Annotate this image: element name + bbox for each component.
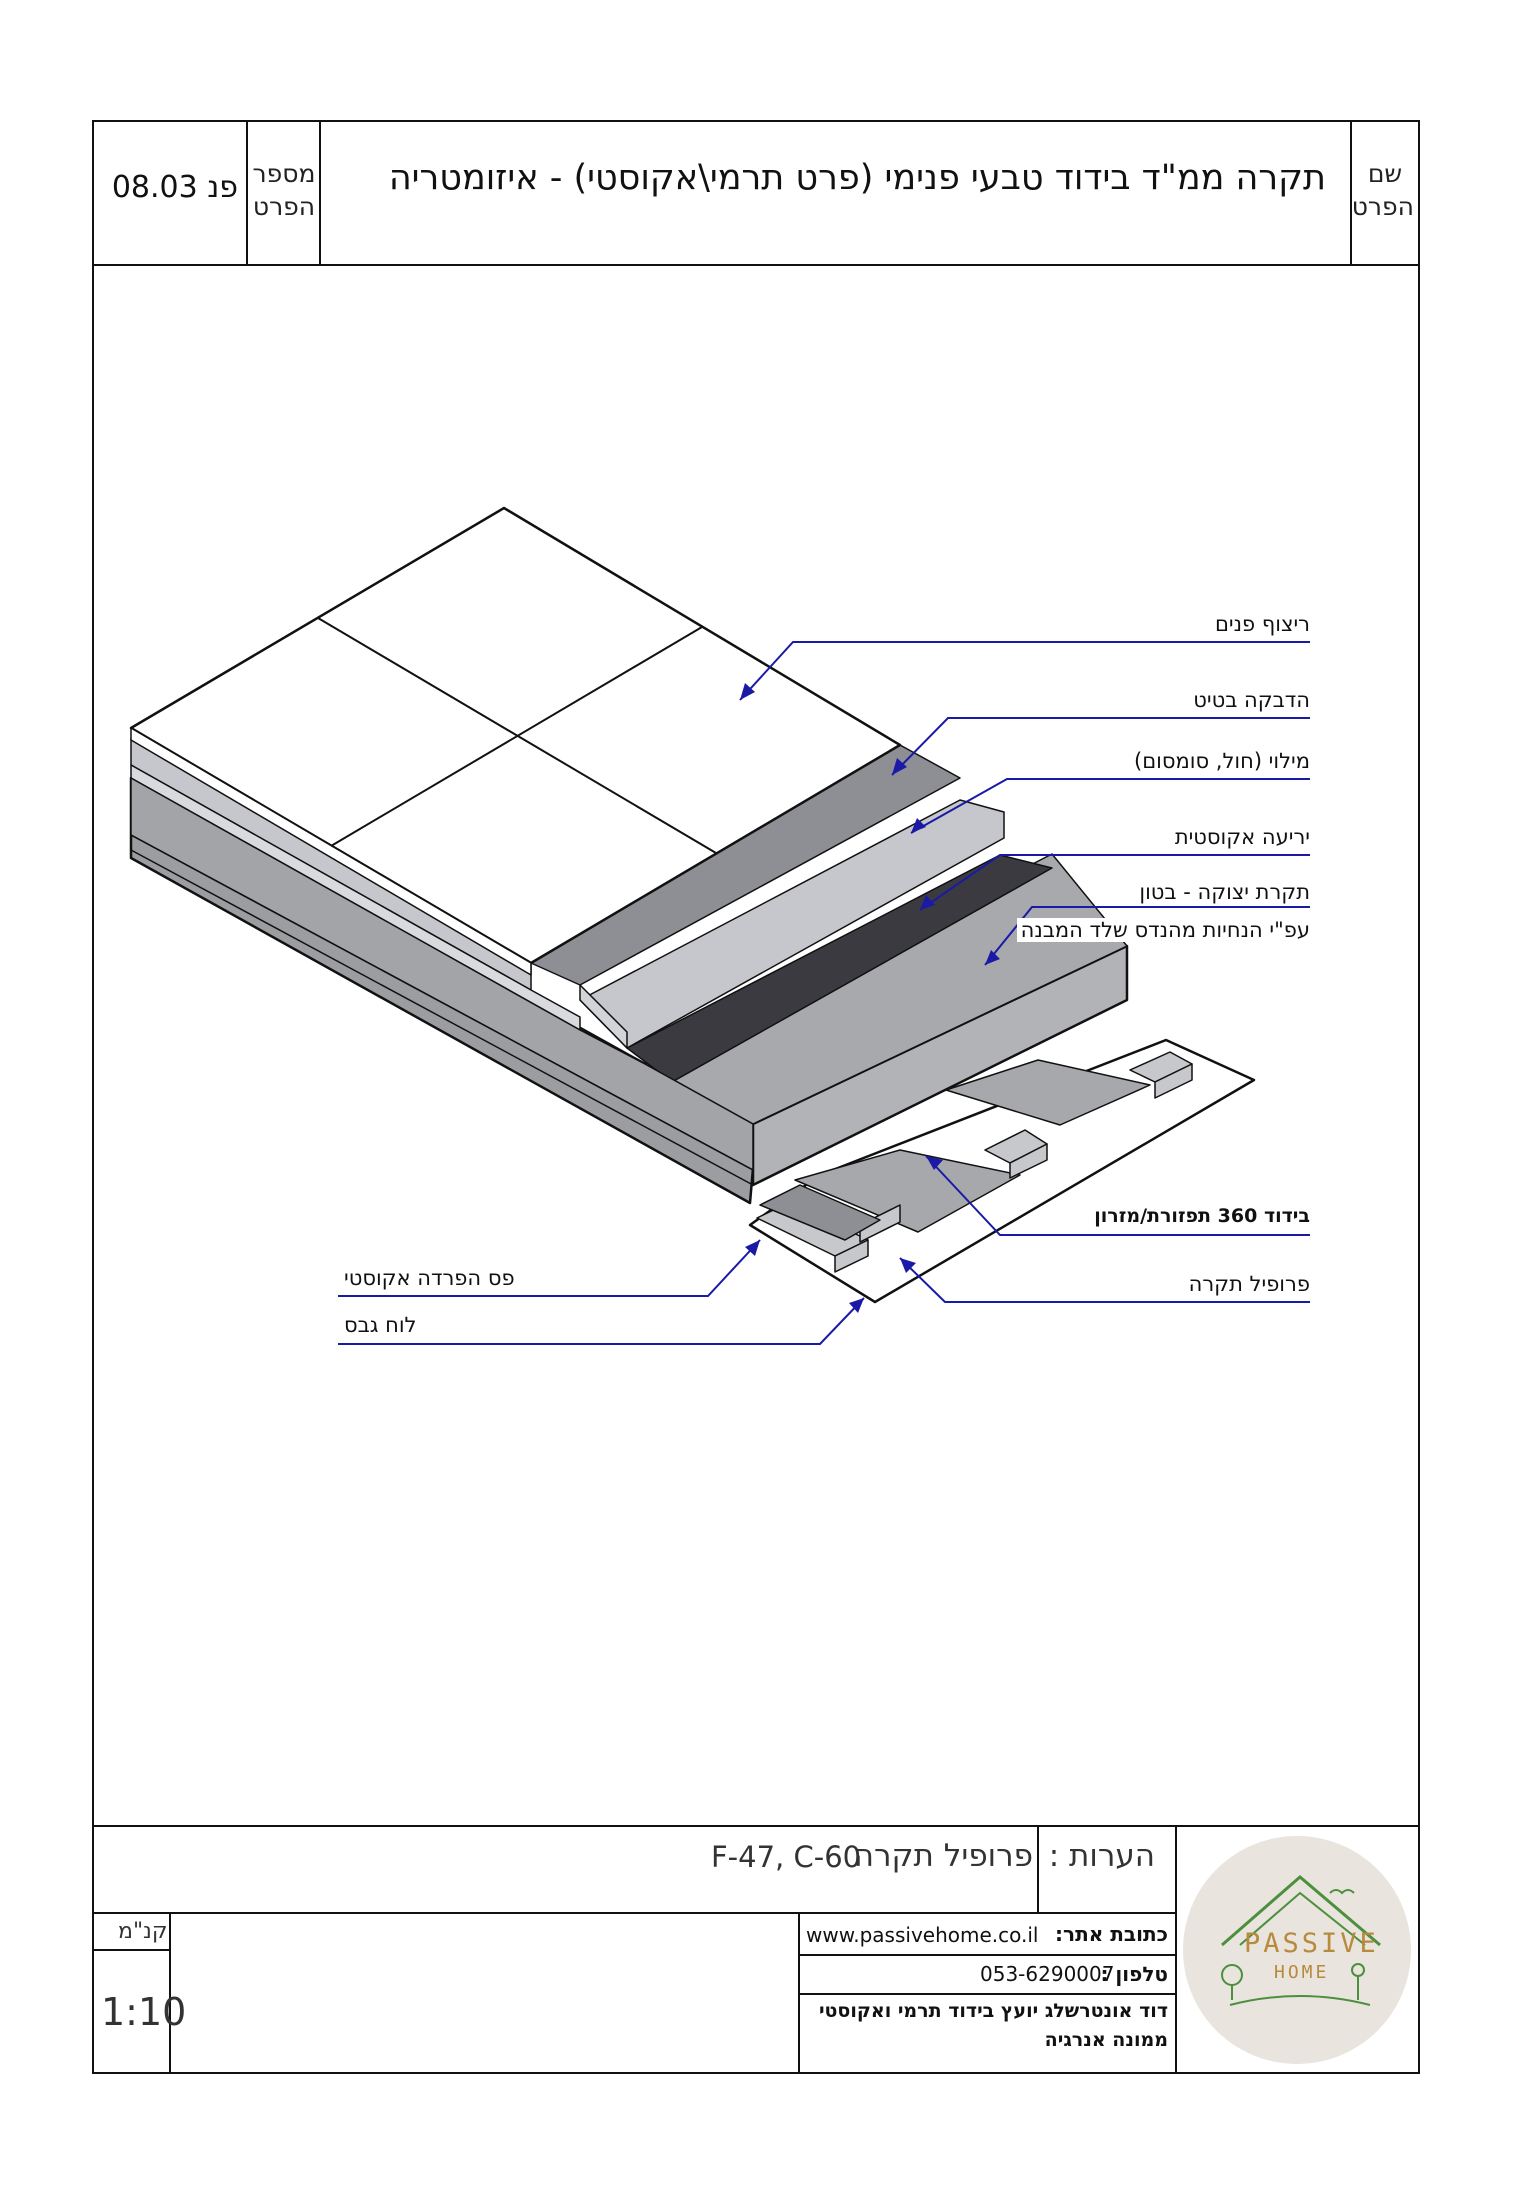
isometric-drawing: [129, 506, 1256, 1304]
phone-value: 053-6290007: [980, 1962, 1115, 1986]
label-gypsum-board: לוח גבס: [344, 1313, 417, 1337]
name-caption-line2: הפרט: [1351, 192, 1414, 221]
website-caption: כתובת אתר:: [1055, 1922, 1168, 1946]
name-caption: שם הפרט: [1351, 157, 1414, 223]
author-line1: דוד אונטרשלג יועץ בידוד תרמי ואקוסטי: [818, 2000, 1168, 2022]
author-line2: ממונה אנרגיה: [1044, 2029, 1168, 2051]
notes-text: פרופיל תקרה: [853, 1838, 1033, 1874]
leader-lines: [338, 641, 1310, 1345]
label-acoustic-sheet: יריעה אקוסטית: [1174, 825, 1310, 849]
tile-edge: [130, 727, 532, 976]
label-concrete-slab: תקרת יצוקה - בטון: [1139, 880, 1310, 904]
sheet-frame: [92, 120, 1420, 2074]
ceiling-profiles: [756, 1051, 1193, 1273]
label-acoustic-strip: פס הפרדה אקוסטי: [344, 1266, 515, 1290]
label-engineer-note: עפ"י הנחיות מהנדס שלד המבנה: [1016, 918, 1314, 942]
insulation-panel-2: [945, 1059, 1151, 1126]
fill-layer-side: [579, 984, 628, 1049]
slab-layer-band-2: [130, 764, 581, 1031]
leader-arrowheads: [740, 683, 1000, 1313]
label-insulation: בידוד 360 תפזורת/מזרון: [1094, 1205, 1310, 1227]
name-caption-line1: שם: [1367, 159, 1403, 188]
label-floor-tiles: ריצוף פנים: [1215, 612, 1310, 636]
logo-text-home: HOME: [1274, 1962, 1330, 1983]
phone-caption: טלפון :: [1100, 1962, 1168, 1986]
scale-value: 1:10: [101, 1990, 187, 2034]
scale-caption: קנ"מ: [118, 1919, 168, 1944]
notes-codes: F-47, C-60: [711, 1840, 862, 1874]
number-caption-line2: הפרט: [252, 192, 316, 221]
acoustic-strip-shape: [759, 1184, 881, 1241]
number-caption-line1: מספר: [252, 159, 316, 188]
insulation-panel-1: [794, 1149, 1021, 1233]
passive-home-logo: [1183, 1836, 1411, 2064]
website-value[interactable]: www.passivehome.co.il: [806, 1923, 1039, 1947]
number-caption: מספר הפרט: [250, 157, 318, 223]
page-title: תקרה ממ"ד בידוד טבעי פנימי (פרט תרמי\אקו…: [388, 158, 1326, 198]
notes-caption: הערות :: [1048, 1838, 1155, 1874]
label-fill: מילוי (חול, סומסום): [1134, 749, 1310, 773]
label-tile-adhesive: הדבקה בטיט: [1193, 688, 1310, 712]
detail-number: פנ 08.03: [111, 170, 238, 205]
label-ceiling-profile: פרופיל תקרה: [1188, 1272, 1310, 1296]
logo-text-passive: PASSIVE: [1244, 1928, 1379, 1959]
